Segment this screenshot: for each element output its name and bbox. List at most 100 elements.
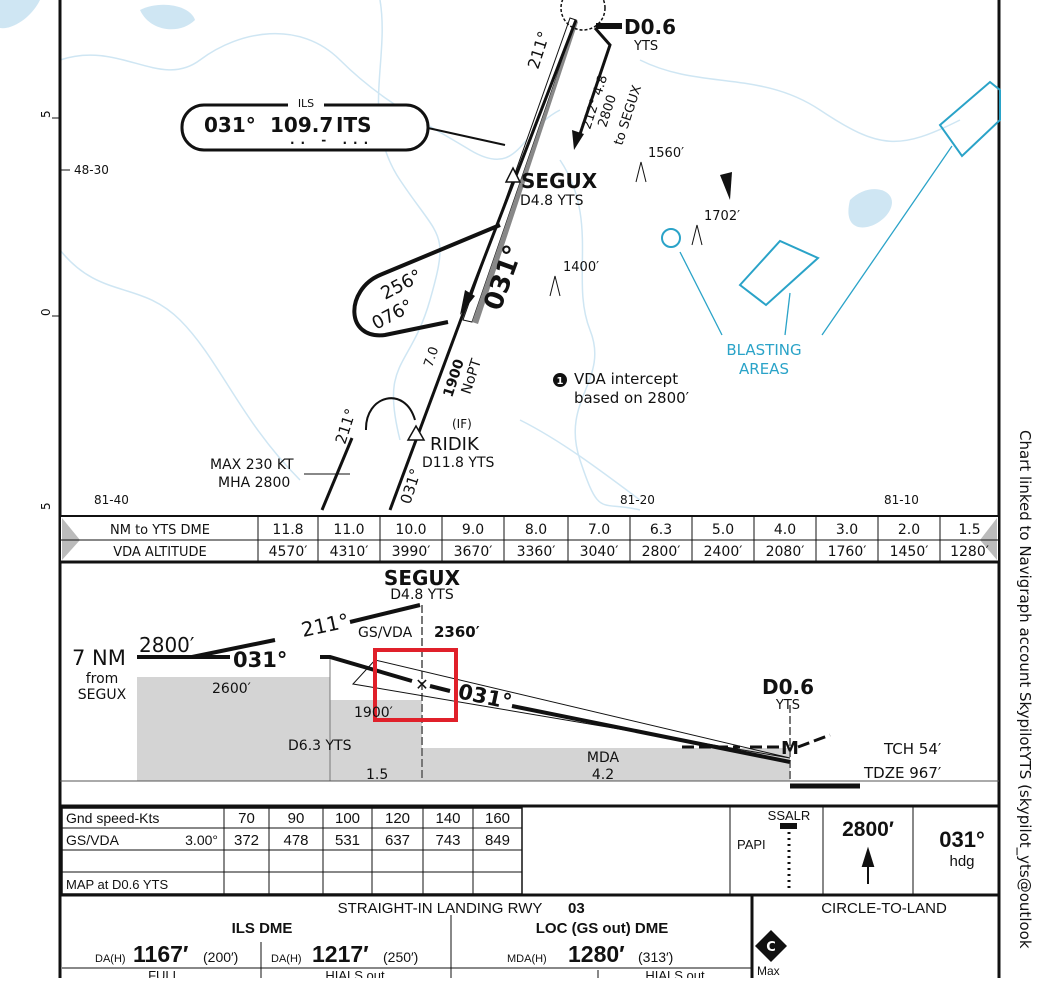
vda-altitude-cell: 1450′ bbox=[890, 544, 929, 560]
max-speed: MAX 230 KT bbox=[210, 457, 294, 473]
segment-distance: 7.0 bbox=[422, 345, 443, 369]
straight-in-title: STRAIGHT-IN LANDING RWY bbox=[338, 900, 543, 917]
obstacle-icon bbox=[691, 224, 703, 246]
lon-label: 81-20 bbox=[620, 493, 655, 507]
speed-cell: 140 bbox=[435, 810, 460, 827]
descent-rate-cell: 531 bbox=[335, 832, 360, 849]
ils-ident: ITS bbox=[336, 113, 372, 137]
ridik-name: RIDIK bbox=[430, 434, 480, 455]
areas-label: AREAS bbox=[739, 360, 789, 378]
note-text: VDA intercept bbox=[574, 370, 678, 388]
missed-to: to SEGUX bbox=[612, 83, 645, 147]
vda-altitude-cell: 2800′ bbox=[642, 544, 681, 560]
descent-rate-cell: 849 bbox=[485, 832, 510, 849]
svg-text:✕: ✕ bbox=[415, 675, 428, 694]
papi-label: PAPI bbox=[737, 837, 766, 852]
hdg-label: hdg bbox=[949, 853, 974, 870]
vda-altitude-cell: 4570′ bbox=[269, 544, 308, 560]
tdze: TDZE 967′ bbox=[863, 764, 942, 782]
vda-altitude-cell: 2400′ bbox=[704, 544, 743, 560]
lake bbox=[0, 0, 40, 29]
alt-1900: 1900′ bbox=[354, 705, 393, 721]
full-label: FULL bbox=[148, 968, 180, 978]
outbound-course-label: 211° bbox=[524, 29, 554, 72]
descent-rate-cell: 372 bbox=[234, 832, 259, 849]
ridik-fix-icon bbox=[406, 424, 426, 441]
note-number: 1 bbox=[557, 376, 564, 387]
segux-dme: D4.8 YTS bbox=[520, 193, 584, 209]
nm-cell: 5.0 bbox=[712, 522, 734, 538]
vda-table: NM to YTS DME VDA ALTITUDE 11.84570′11.0… bbox=[59, 515, 1000, 563]
da-ils-full: 1167′ bbox=[133, 941, 189, 967]
nm-cell: 3.0 bbox=[836, 522, 858, 538]
gs-vda-row-label: GS/VDA bbox=[66, 832, 120, 848]
lat-tick: 0 bbox=[39, 308, 53, 316]
nm-cell: 8.0 bbox=[525, 522, 547, 538]
descent-rate-cell: 637 bbox=[385, 832, 410, 849]
circle-to-land-title: CIRCLE-TO-LAND bbox=[821, 900, 947, 917]
from-fix: SEGUX bbox=[78, 687, 127, 703]
vda-altitude-cell: 3360′ bbox=[517, 544, 556, 560]
speed-cell: 160 bbox=[485, 810, 510, 827]
dh-ils-hials-out: (250′) bbox=[383, 949, 418, 965]
d06-sub: YTS bbox=[633, 39, 658, 54]
ssalr-label: SSALR bbox=[768, 808, 811, 823]
obstacle-elev: 1702′ bbox=[704, 209, 740, 224]
runway-number: 03 bbox=[568, 900, 585, 917]
category-diamond-icon bbox=[755, 930, 787, 962]
approach-course bbox=[320, 0, 622, 511]
gnd-speed-label: Gnd speed-Kts bbox=[66, 810, 159, 826]
segux-name: SEGUX bbox=[521, 169, 598, 193]
speed-table bbox=[60, 804, 999, 897]
lake bbox=[140, 4, 195, 30]
lat-tick: 5 bbox=[39, 502, 53, 510]
ils-course: 031° bbox=[204, 113, 256, 137]
from-label: from bbox=[86, 671, 119, 687]
lat-tick: 5 bbox=[39, 110, 53, 118]
vda-altitude-cell: 1280′ bbox=[950, 544, 989, 560]
gs-vda-label: GS/VDA bbox=[358, 625, 413, 641]
msa-2600: 2600′ bbox=[212, 681, 251, 697]
nm-cell: 10.0 bbox=[395, 522, 426, 538]
missed-alt-2800: 2800′ bbox=[842, 818, 894, 841]
loc-dme-header: LOC (GS out) DME bbox=[536, 920, 668, 937]
profile-segux-dme: D4.8 YTS bbox=[390, 587, 454, 603]
ils-label: ILS bbox=[298, 97, 314, 110]
nm-cell: 2.0 bbox=[898, 522, 920, 538]
vda-altitude-cell: 2080′ bbox=[766, 544, 805, 560]
ridik-tag: (IF) bbox=[452, 417, 472, 431]
obstacle-icon bbox=[549, 275, 561, 297]
nm-cell: 6.3 bbox=[650, 522, 672, 538]
obstacle-elev: 1400′ bbox=[563, 260, 599, 275]
lake bbox=[848, 189, 892, 228]
mda-prefix: MDA(H) bbox=[507, 953, 547, 965]
navigraph-link-note: Chart linked to Navigraph account Skypil… bbox=[1016, 430, 1034, 949]
da-prefix: DA(H) bbox=[95, 953, 126, 965]
nm-cell: 9.0 bbox=[462, 522, 484, 538]
hydrography bbox=[59, 0, 961, 511]
mda-loc: 1280′ bbox=[568, 941, 625, 967]
profile-d06-sub: YTS bbox=[775, 698, 800, 713]
da-ils-hials-out: 1217′ bbox=[312, 941, 369, 967]
descent-rate-cell: 743 bbox=[435, 832, 460, 849]
hold-outbound: 211° bbox=[332, 406, 360, 446]
d06-name: D0.6 bbox=[624, 15, 676, 39]
speed-cell: 90 bbox=[288, 810, 305, 827]
vda-altitude-cell: 3990′ bbox=[392, 544, 431, 560]
ils-frequency: 109.7 bbox=[270, 113, 333, 137]
alt-row-label: VDA ALTITUDE bbox=[113, 545, 207, 560]
category-letter: C bbox=[766, 940, 776, 955]
approach-light-icon bbox=[780, 823, 797, 829]
missed-heading: 031° bbox=[939, 827, 985, 852]
tch: TCH 54′ bbox=[883, 740, 942, 758]
nm-cell: 7.0 bbox=[588, 522, 610, 538]
nm-cell: 1.5 bbox=[958, 522, 980, 538]
obstacle-elev: 1560′ bbox=[648, 146, 684, 161]
profile-211: 211° bbox=[299, 608, 351, 641]
climb-arrow-icon bbox=[861, 846, 875, 884]
note-text-2: based on 2800′ bbox=[574, 389, 690, 407]
blasting-areas bbox=[661, 80, 1001, 336]
ridik-dme: D11.8 YTS bbox=[422, 455, 495, 471]
gs-vda-altitude: 2360′ bbox=[434, 623, 480, 641]
dist-1-5: 1.5 bbox=[366, 767, 388, 783]
